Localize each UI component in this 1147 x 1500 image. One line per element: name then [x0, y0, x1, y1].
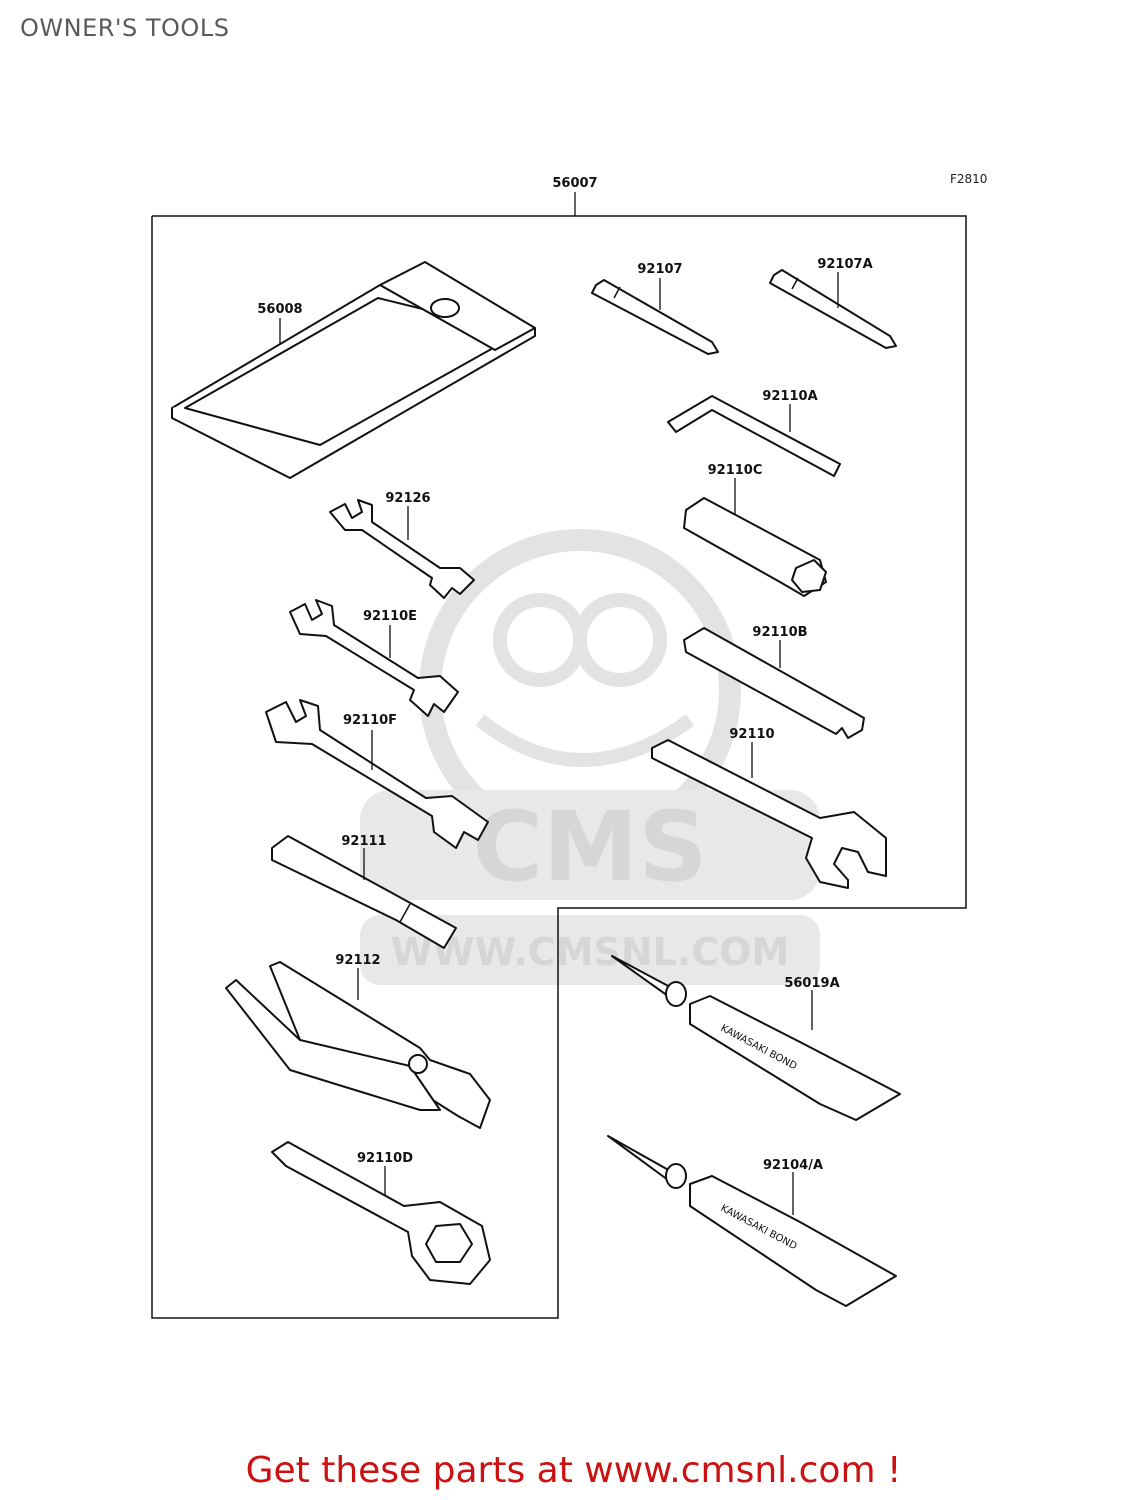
wrench-small [329, 499, 475, 599]
label-handle: 92111 [341, 834, 386, 849]
label-ring-wrench: 92110D [357, 1151, 413, 1166]
label-wrench-small: 92126 [385, 491, 430, 506]
label-wrench-f: 92110F [343, 713, 397, 728]
label-screwdriver-bit: 92107 [637, 262, 682, 277]
label-bond-b: 92104/A [763, 1158, 823, 1173]
pliers [225, 961, 491, 1129]
plug-socket [683, 497, 827, 597]
page-title: OWNER'S TOOLS [20, 14, 230, 42]
label-screwdriver-bit-a: 92107A [817, 257, 872, 272]
hex-key [667, 395, 841, 477]
wrench-e [289, 599, 459, 717]
footer-link[interactable]: Get these parts at www.cmsnl.com ! [245, 1450, 902, 1491]
label-wrench-e: 92110E [363, 609, 417, 624]
label-hex-key: 92110A [762, 389, 817, 404]
figure-code: F2810 [950, 172, 988, 186]
bond-tube-b: KAWASAKI BOND [607, 1135, 897, 1307]
spoke-tool [683, 627, 865, 739]
screwdriver-bit-a [769, 269, 897, 349]
label-spoke-tool: 92110B [752, 625, 807, 640]
tool-pouch [171, 261, 536, 479]
label-wrench-large: 92110 [729, 727, 774, 742]
label-plug-socket: 92110C [708, 463, 763, 478]
extension-handle [271, 835, 457, 949]
watermark-site: WWW.CMSNL.COM [391, 930, 790, 974]
parts-diagram: CMS WWW.CMSNL.COM 56007 56008 92107 9210… [151, 176, 967, 1319]
screwdriver-bit [591, 279, 719, 355]
wrench-f [265, 699, 489, 849]
kit-frame [151, 215, 967, 1319]
label-pliers: 92112 [335, 953, 380, 968]
label-kit: 56007 [552, 176, 597, 191]
wrench-large [651, 739, 887, 889]
label-pouch: 56008 [257, 302, 302, 317]
watermark-brand: CMS [472, 791, 707, 903]
label-bond-a: 56019A [784, 976, 839, 991]
